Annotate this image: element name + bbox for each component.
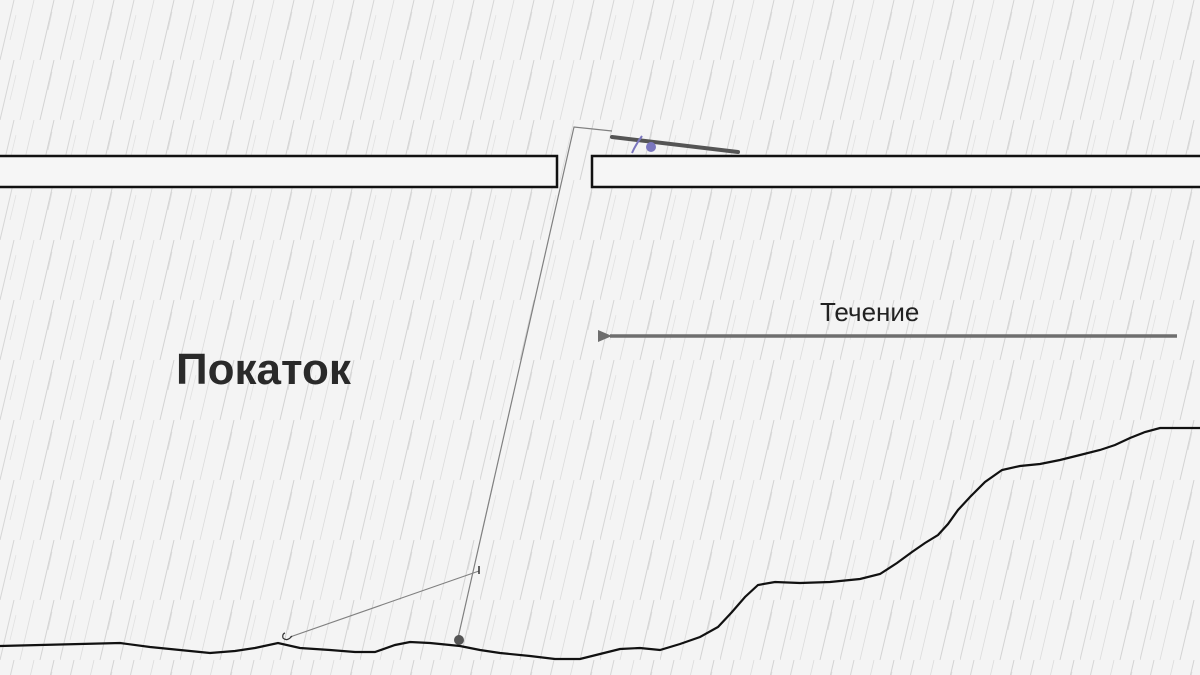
rod-stand-icon: [610, 135, 740, 154]
area-label: Покаток: [176, 345, 351, 394]
ice-left: [0, 154, 559, 189]
river-bottom: [0, 426, 1200, 661]
ice-right: [590, 154, 1200, 189]
sinker-weight-icon: [454, 635, 464, 645]
rod-stand: [631, 135, 643, 154]
rod: [610, 135, 740, 154]
fishing-line-main: [457, 126, 613, 639]
fishing-line-leader: [289, 570, 480, 638]
fishing-hook-icon: [282, 632, 293, 641]
current-label: Течение: [820, 297, 920, 327]
reel: [646, 142, 656, 152]
